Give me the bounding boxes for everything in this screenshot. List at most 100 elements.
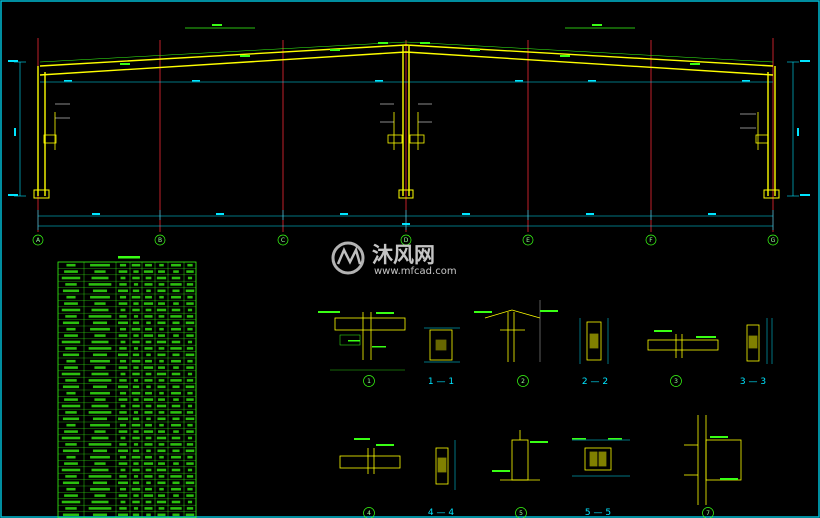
table-cell-text — [94, 270, 106, 273]
svg-text:D: D — [404, 237, 409, 244]
table-cell-text — [172, 513, 180, 517]
table-cell-text — [90, 327, 110, 331]
table-cell-text — [185, 385, 195, 389]
table-cell-text — [66, 391, 76, 395]
table-cell-text — [133, 507, 139, 510]
table-cell-text — [131, 423, 141, 427]
table-cell-text — [91, 340, 109, 344]
table-cell-text — [172, 481, 180, 485]
table-cell-text — [66, 455, 76, 459]
table-cell-text — [145, 423, 152, 427]
table-cell-text — [171, 308, 181, 312]
table-cell-text — [119, 507, 127, 510]
axis-bubble-g: G — [767, 234, 779, 246]
svg-text:A: A — [36, 237, 41, 244]
table-cell-text — [61, 276, 81, 280]
table-cell-text — [185, 481, 195, 485]
detail-2 — [484, 300, 541, 362]
table-cell-text — [187, 468, 193, 472]
table-cell-text — [172, 385, 180, 389]
table-cell-text — [171, 359, 181, 363]
table-cell-text — [66, 327, 76, 331]
table-cell-text — [186, 411, 194, 414]
table-cell-text — [92, 449, 108, 453]
table-cell-text — [159, 423, 164, 427]
table-cell-text — [66, 263, 76, 267]
table-cell-text — [173, 494, 179, 497]
detail-bubble-5: 5 — [515, 507, 527, 518]
table-cell-text — [171, 340, 181, 344]
table-cell-text — [118, 398, 128, 401]
table-cell-text — [146, 385, 151, 389]
detail-4 — [339, 448, 401, 474]
table-cell-text — [94, 494, 106, 497]
table-cell-text — [186, 379, 194, 382]
table-cell-text — [171, 327, 181, 331]
table-cell-text — [132, 404, 140, 408]
table-cell-text — [131, 391, 141, 395]
table-cell-text — [119, 475, 127, 478]
connection-details — [318, 300, 773, 505]
table-cell-text — [119, 283, 127, 286]
table-cell-text — [170, 315, 182, 318]
table-cell-text — [158, 507, 165, 510]
table-cell-text — [187, 276, 193, 280]
table-cell-text — [119, 315, 127, 318]
table-cell-text — [159, 391, 164, 395]
crane-brackets — [43, 112, 769, 150]
table-cell-text — [145, 295, 152, 299]
table-cell-text — [120, 372, 126, 376]
watermark-logo-icon — [331, 241, 365, 275]
table-cell-text — [170, 379, 182, 382]
table-cell-text — [172, 289, 180, 293]
table-cell-text — [159, 455, 164, 459]
table-cell-text — [133, 475, 139, 478]
svg-text:F: F — [649, 237, 653, 244]
table-title-text — [118, 256, 140, 259]
table-cell-text — [132, 500, 140, 504]
table-cell-text — [158, 283, 165, 286]
axis-bubble-d: D — [400, 234, 412, 246]
table-cell-text — [88, 347, 112, 350]
table-cell-text — [159, 359, 164, 363]
table-cell-text — [61, 404, 81, 408]
table-cell-text — [171, 487, 181, 491]
table-cell-text — [132, 468, 140, 472]
table-cell-text — [158, 430, 165, 433]
table-cell-text — [186, 334, 194, 337]
table-cell-text — [144, 379, 153, 382]
table-cell-text — [171, 404, 181, 408]
table-cell-text — [173, 302, 179, 305]
detail-3 — [647, 334, 719, 358]
table-cell-text — [94, 462, 106, 465]
table-cell-text — [173, 462, 179, 465]
material-table — [57, 256, 197, 518]
table-cell-text — [92, 385, 108, 389]
table-cell-text — [145, 455, 152, 459]
table-cell-text — [170, 411, 182, 414]
table-cell-text — [187, 404, 193, 408]
table-cell-text — [91, 500, 109, 504]
svg-text:4: 4 — [367, 510, 371, 517]
svg-text:G: G — [771, 237, 776, 244]
table-cell-text — [65, 475, 77, 478]
table-cell-text — [65, 443, 77, 446]
table-cell-text — [156, 468, 167, 472]
table-cell-text — [65, 379, 77, 382]
table-cell-text — [145, 308, 152, 312]
table-cell-text — [92, 417, 108, 421]
table-cell-text — [62, 417, 80, 421]
table-cell-text — [157, 321, 166, 325]
table-cell-text — [145, 391, 152, 395]
table-cell-text — [88, 283, 112, 286]
table-cell-text — [119, 379, 127, 382]
table-cell-text — [118, 494, 128, 497]
table-cell-text — [157, 513, 166, 517]
svg-text:E: E — [526, 237, 530, 244]
table-cell-text — [120, 500, 126, 504]
table-cell-text — [185, 289, 195, 293]
table-cell-text — [170, 347, 182, 350]
table-cell-text — [118, 289, 128, 293]
table-cell-text — [131, 263, 141, 267]
table-cell-text — [156, 500, 167, 504]
